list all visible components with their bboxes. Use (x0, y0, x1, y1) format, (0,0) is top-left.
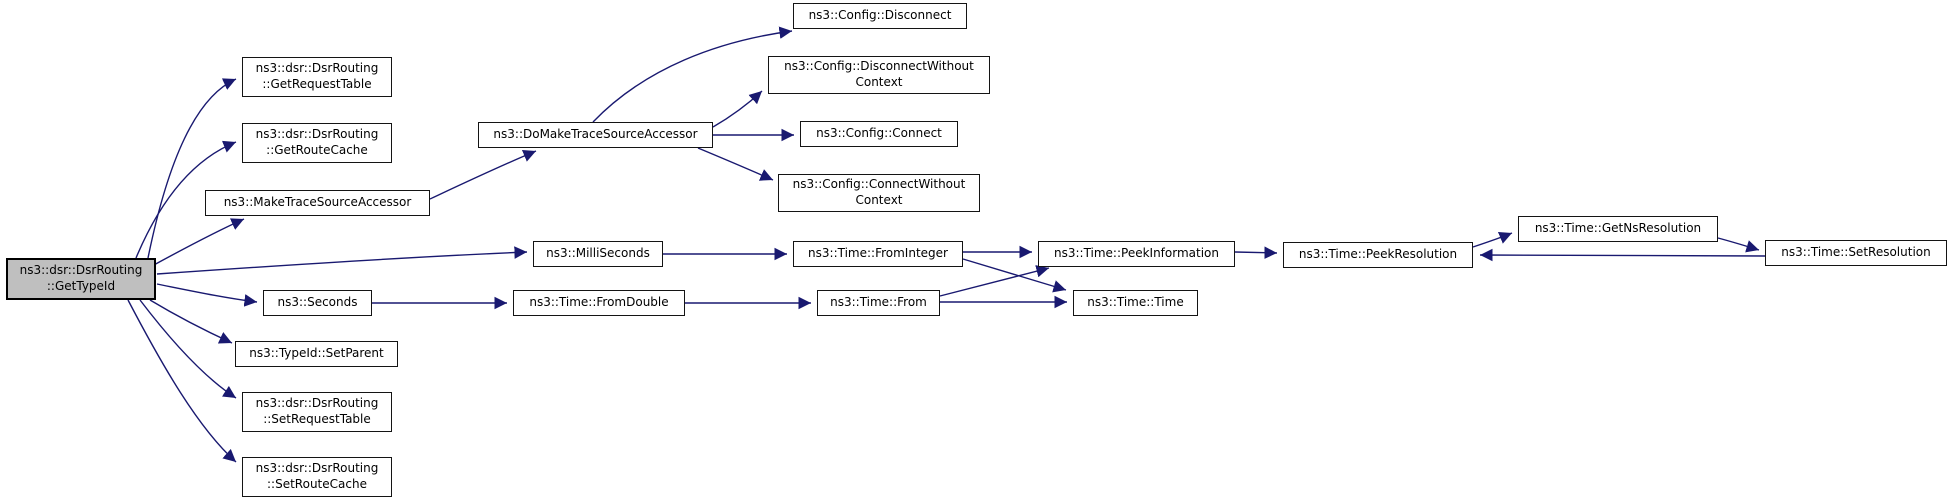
node-label: ns3::Config::Disconnect (808, 8, 952, 23)
node-config-disconnect-without-context[interactable]: ns3::Config::DisconnectWithout Context (768, 56, 990, 94)
node-time-get-ns-resolution[interactable]: ns3::Time::GetNsResolution (1518, 216, 1718, 242)
node-label: ns3::Seconds (277, 295, 358, 310)
node-config-disconnect[interactable]: ns3::Config::Disconnect (793, 3, 967, 29)
node-config-connect-without-context[interactable]: ns3::Config::ConnectWithout Context (778, 174, 980, 212)
node-time-time[interactable]: ns3::Time::Time (1073, 290, 1198, 316)
node-label: ns3::TypeId::SetParent (249, 346, 384, 361)
node-dsr-routing-get-route-cache[interactable]: ns3::dsr::DsrRouting ::GetRouteCache (242, 123, 392, 163)
node-label: ns3::DoMakeTraceSourceAccessor (493, 127, 698, 142)
node-label: ns3::dsr::DsrRouting ::GetRouteCache (255, 127, 379, 157)
node-label: ns3::dsr::DsrRouting ::SetRequestTable (255, 396, 379, 426)
node-label: ns3::Time::SetResolution (1781, 245, 1931, 260)
node-label: ns3::Time::FromDouble (529, 295, 669, 310)
node-type-id-set-parent[interactable]: ns3::TypeId::SetParent (235, 341, 398, 367)
node-label: ns3::dsr::DsrRouting ::GetTypeId (19, 263, 143, 293)
node-dsr-routing-set-route-cache[interactable]: ns3::dsr::DsrRouting ::SetRouteCache (242, 457, 392, 497)
node-label: ns3::Time::PeekResolution (1298, 247, 1458, 262)
node-label: ns3::dsr::DsrRouting ::SetRouteCache (255, 461, 379, 491)
node-time-from[interactable]: ns3::Time::From (817, 290, 940, 316)
node-do-make-trace-source-accessor[interactable]: ns3::DoMakeTraceSourceAccessor (478, 122, 713, 148)
node-label: ns3::Config::DisconnectWithout Context (784, 59, 974, 89)
node-label: ns3::Config::Connect (816, 126, 942, 141)
node-time-peek-resolution[interactable]: ns3::Time::PeekResolution (1283, 242, 1473, 268)
node-label: ns3::Config::ConnectWithout Context (792, 177, 966, 207)
node-dsr-routing-set-request-table[interactable]: ns3::dsr::DsrRouting ::SetRequestTable (242, 392, 392, 432)
node-time-from-integer[interactable]: ns3::Time::FromInteger (793, 241, 963, 267)
node-label: ns3::dsr::DsrRouting ::GetRequestTable (255, 61, 379, 91)
node-dsr-routing-get-type-id: ns3::dsr::DsrRouting ::GetTypeId (6, 258, 156, 300)
node-milliseconds[interactable]: ns3::MilliSeconds (533, 241, 663, 267)
node-label: ns3::Time::Time (1087, 295, 1184, 310)
node-label: ns3::Time::FromInteger (808, 246, 948, 261)
node-config-connect[interactable]: ns3::Config::Connect (800, 121, 958, 147)
node-seconds[interactable]: ns3::Seconds (263, 290, 372, 316)
node-label: ns3::Time::GetNsResolution (1534, 221, 1702, 236)
node-dsr-routing-get-request-table[interactable]: ns3::dsr::DsrRouting ::GetRequestTable (242, 57, 392, 97)
node-time-from-double[interactable]: ns3::Time::FromDouble (513, 290, 685, 316)
node-label: ns3::Time::PeekInformation (1053, 246, 1220, 261)
node-label: ns3::MilliSeconds (546, 246, 650, 261)
node-make-trace-source-accessor[interactable]: ns3::MakeTraceSourceAccessor (205, 190, 430, 216)
node-time-set-resolution[interactable]: ns3::Time::SetResolution (1765, 240, 1947, 266)
node-time-peek-information[interactable]: ns3::Time::PeekInformation (1038, 241, 1235, 267)
node-label: ns3::Time::From (830, 295, 927, 310)
node-label: ns3::MakeTraceSourceAccessor (223, 195, 412, 210)
